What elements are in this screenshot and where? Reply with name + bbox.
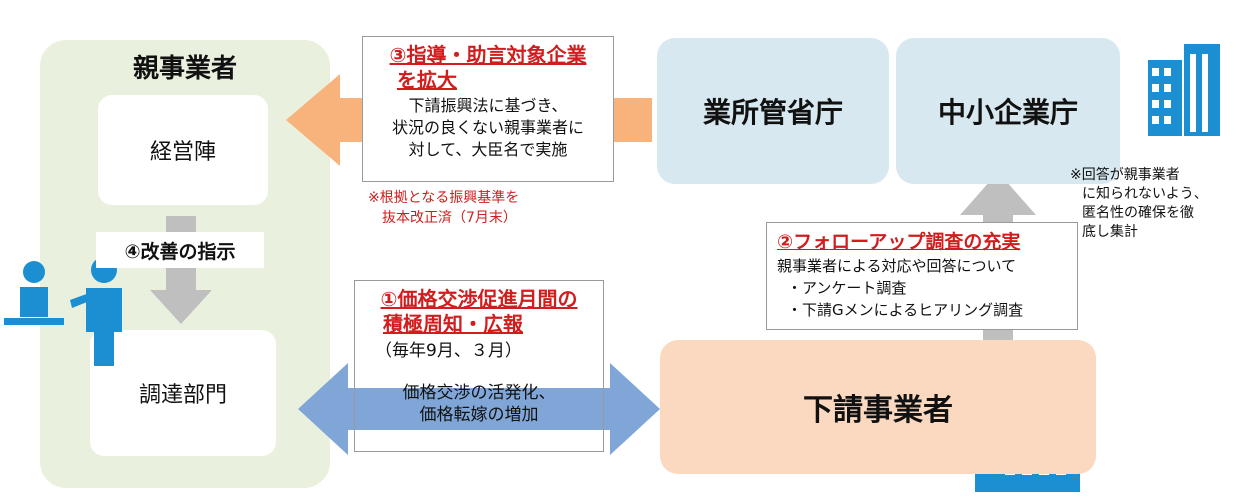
ministry-label: 業所管省庁 xyxy=(702,96,843,129)
guidance-body-1: 下請振興法に基づき、 xyxy=(408,96,568,115)
procurement-label: 調達部門 xyxy=(138,383,227,408)
sme-agency-label: 中小企業庁 xyxy=(937,96,1078,129)
standard-revision-note-line1: ※根拠となる振興基準を xyxy=(368,190,520,206)
procurement-box: 調達部門 xyxy=(90,330,276,456)
negotiation-effect-line1: 価格交渉の活発化、 xyxy=(402,383,556,403)
parent-company-title: 親事業者 xyxy=(132,54,237,84)
anonymity-note: ※回答が親事業者 に知られないよう、 匿名性の確保を徹 底し集計 xyxy=(1070,166,1238,242)
subcontractor-label: 下請事業者 xyxy=(803,393,953,428)
building-icon xyxy=(1148,44,1220,136)
followup-survey-body-1: 親事業者による対応や回答について xyxy=(777,257,1017,275)
negotiation-effect: 価格交渉の活発化、 価格転嫁の増加 xyxy=(354,382,604,426)
sme-agency-box: 中小企業庁 xyxy=(896,38,1120,184)
guidance-title-line1: ③指導・助言対象企業 xyxy=(389,43,587,67)
guidance-title-line2: を拡大 xyxy=(397,68,457,92)
double-arrow-negotiation xyxy=(298,363,660,455)
improvement-instruction-text: ④改善の指示 xyxy=(124,240,236,263)
anonymity-note-line4: 底し集計 xyxy=(1082,224,1138,240)
negotiation-effect-line2: 価格転嫁の増加 xyxy=(419,405,539,425)
negotiation-month-title-line1: ①価格交渉促進月間の xyxy=(380,287,578,311)
improvement-instruction-label: ④改善の指示 xyxy=(96,232,264,268)
management-box: 経営陣 xyxy=(98,95,268,205)
followup-survey-body-2: ・アンケート調査 xyxy=(787,279,907,297)
guidance-body-2: 状況の良くない親事業者に xyxy=(391,118,584,137)
anonymity-note-line1: ※回答が親事業者 xyxy=(1070,167,1180,183)
anonymity-note-line3: 匿名性の確保を徹 xyxy=(1082,205,1194,221)
management-label: 経営陣 xyxy=(149,140,216,165)
followup-survey-title: ②フォローアップ調査の充実 xyxy=(777,231,1021,253)
down-arrow-improvement xyxy=(150,216,212,324)
followup-survey-body-3: ・下請Gメンによるヒアリング調査 xyxy=(787,301,1024,319)
people-icon xyxy=(4,257,122,366)
guidance-box: ③指導・助言対象企業 を拡大 下請振興法に基づき、 状況の良くない親事業者に 対… xyxy=(362,36,614,182)
guidance-body-3: 対して、大臣名で実施 xyxy=(408,140,568,159)
negotiation-month-title-line2: 積極周知・広報 xyxy=(383,312,523,336)
standard-revision-note: ※根拠となる振興基準を 抜本改正済（7月末） xyxy=(368,188,608,228)
negotiation-month-box: ①価格交渉促進月間の 積極周知・広報 （毎年9月、３月） xyxy=(354,280,604,452)
ministry-box: 業所管省庁 xyxy=(657,38,889,184)
negotiation-month-period: （毎年9月、３月） xyxy=(375,341,522,361)
followup-survey-box: ②フォローアップ調査の充実 親事業者による対応や回答について ・アンケート調査 … xyxy=(766,222,1078,330)
standard-revision-note-line2: 抜本改正済（7月末） xyxy=(382,210,517,226)
anonymity-note-line2: に知られないよう、 xyxy=(1082,186,1208,202)
subcontractor-box: 下請事業者 xyxy=(660,340,1096,474)
